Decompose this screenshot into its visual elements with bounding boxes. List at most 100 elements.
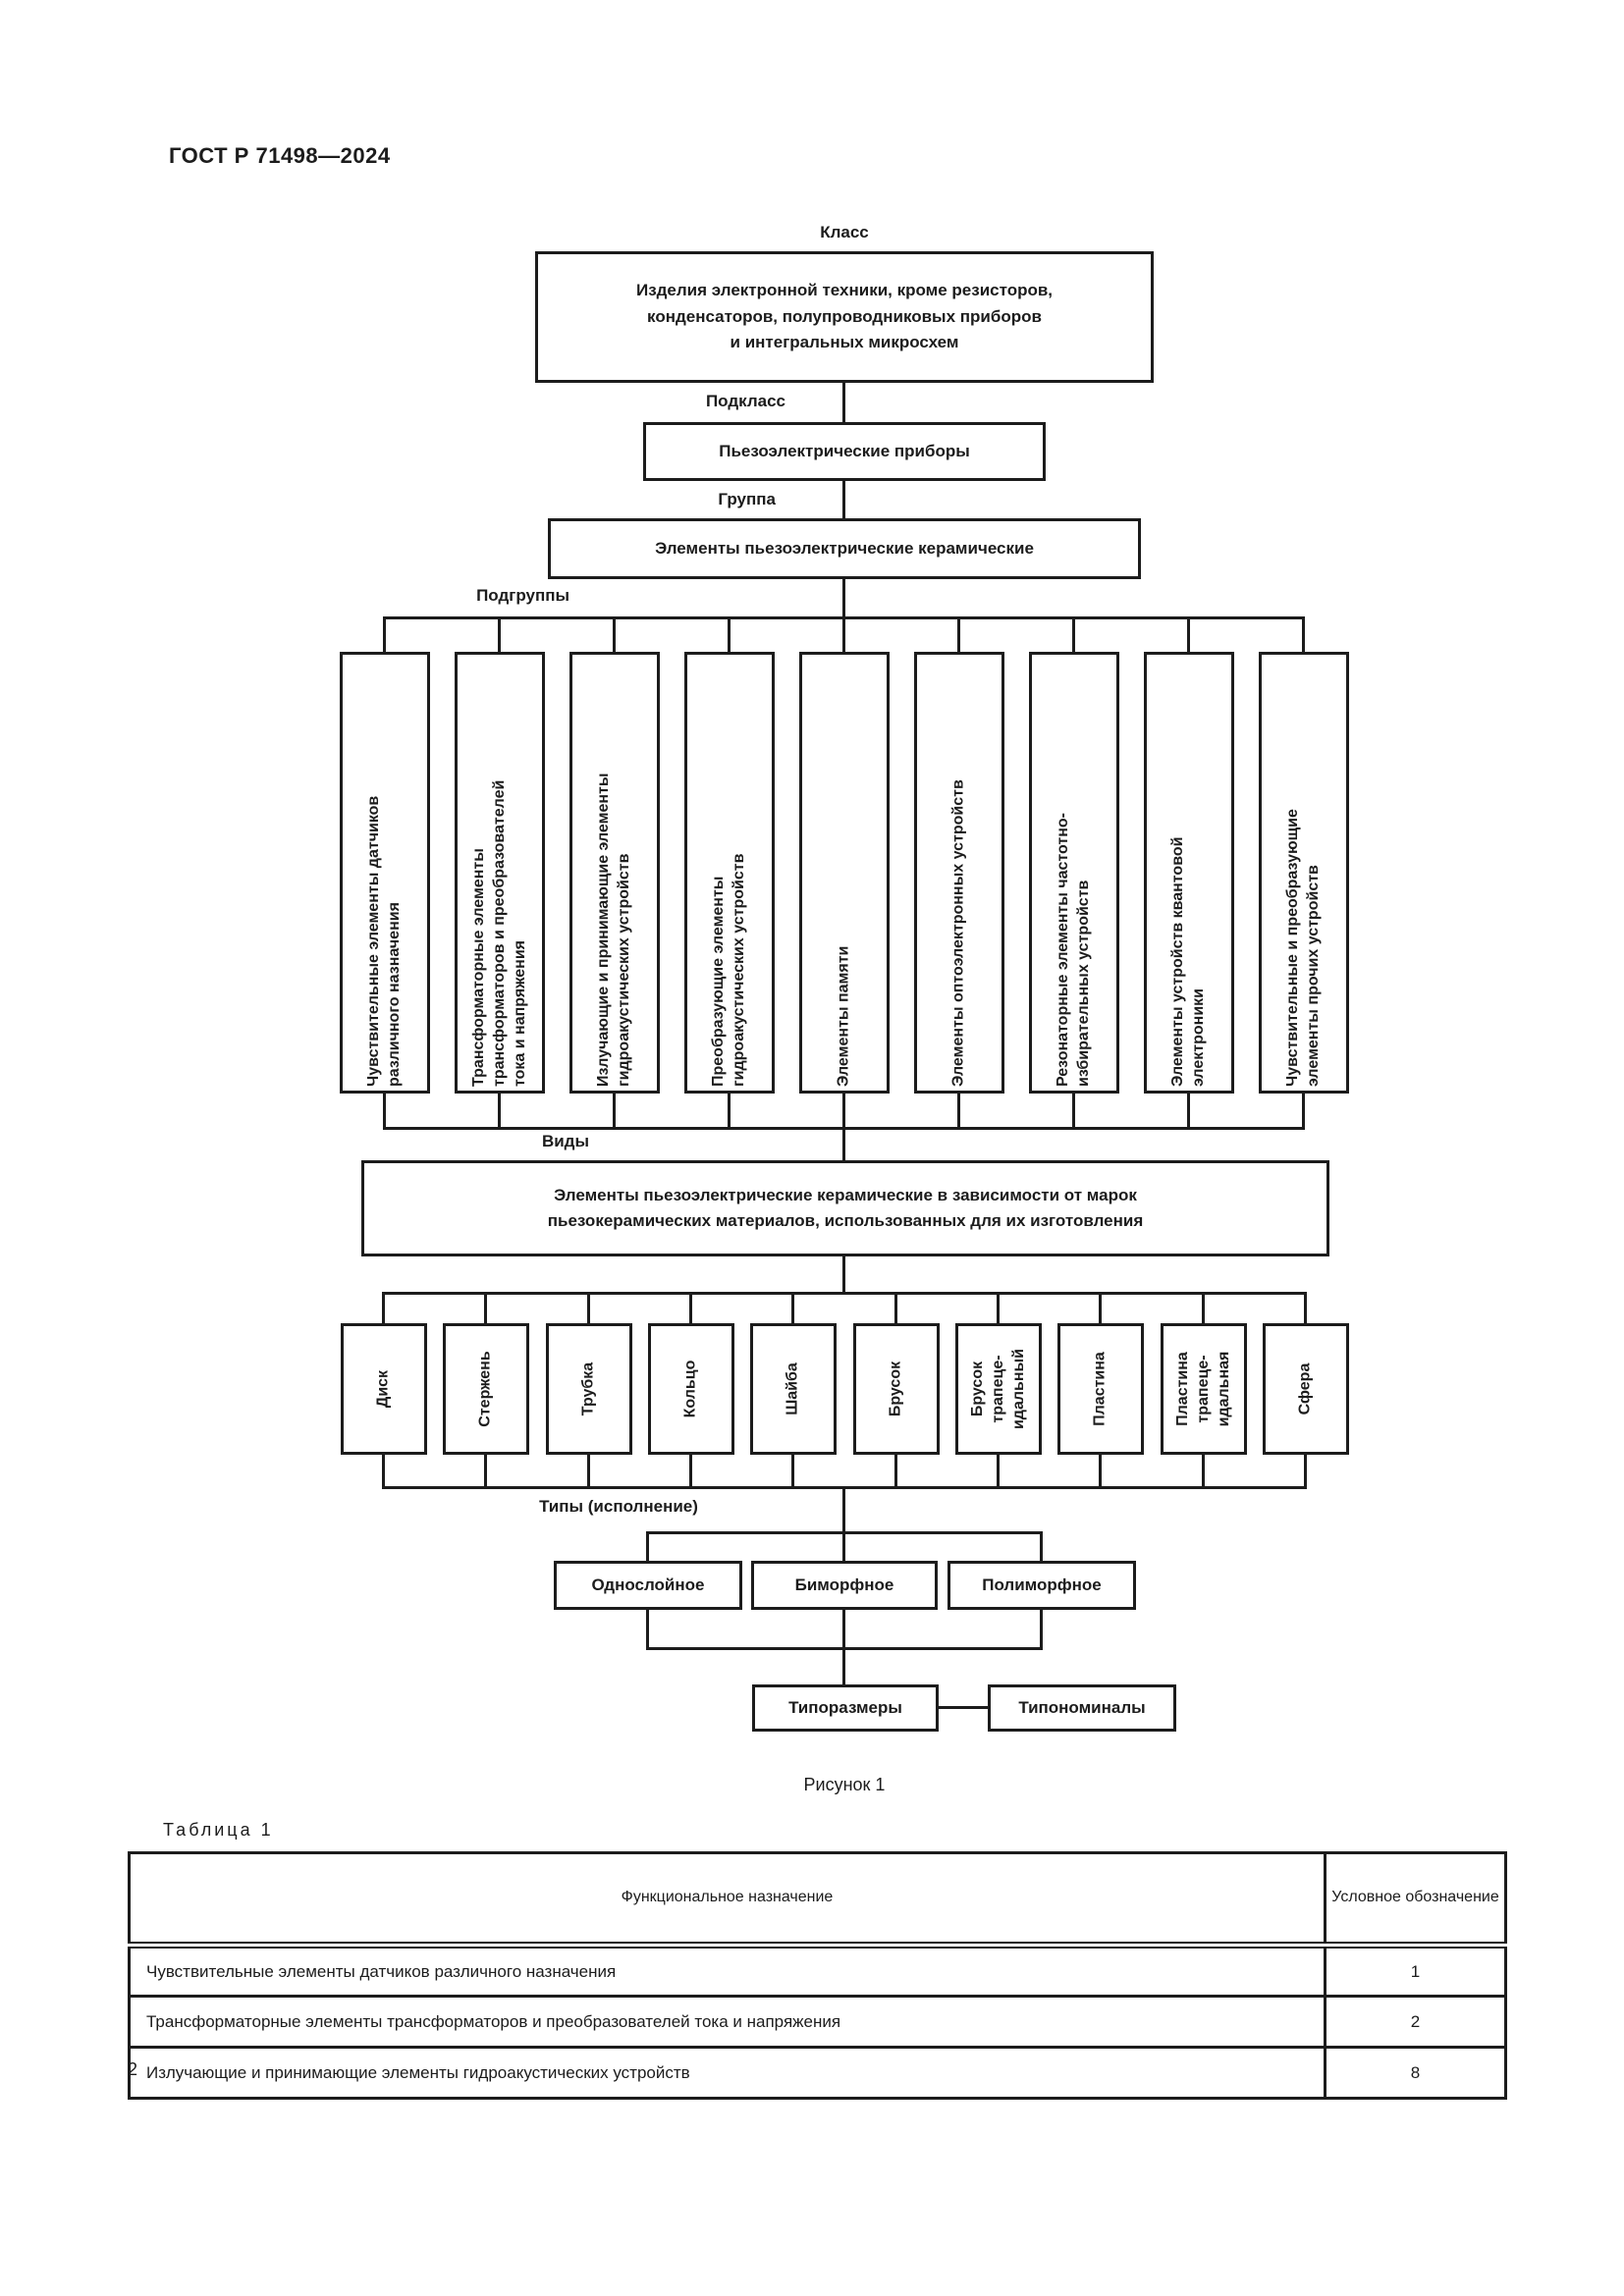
connector xyxy=(842,616,845,652)
table-cell-code: 8 xyxy=(1324,2046,1507,2100)
tiponominaly-box: Типономиналы xyxy=(988,1684,1176,1732)
table-cell-code: 1 xyxy=(1324,1944,1507,1998)
connector xyxy=(842,481,845,518)
connector xyxy=(1040,1531,1043,1561)
type-box: Брусок трапеце- идальный xyxy=(955,1323,1042,1455)
connector xyxy=(728,616,731,652)
type-box: Брусок xyxy=(853,1323,940,1455)
subgroup-box: Резонаторные элементы частотно- избирате… xyxy=(1029,652,1119,1094)
table-cell-function: Излучающие и принимающие элементы гидроа… xyxy=(128,2046,1326,2100)
executions-top-bus xyxy=(646,1531,1043,1534)
connector xyxy=(791,1292,794,1323)
connector xyxy=(957,1094,960,1127)
connector xyxy=(1304,1292,1307,1323)
connector xyxy=(646,1531,649,1561)
connector xyxy=(997,1455,1000,1486)
table-1: Функциональное назначение Условное обозн… xyxy=(128,1851,1507,2100)
tiporazmery-box: Типоразмеры xyxy=(752,1684,939,1732)
connector xyxy=(1072,1094,1075,1127)
page-number: 2 xyxy=(128,2059,138,2079)
connector xyxy=(689,1292,692,1323)
subclass-label: Подкласс xyxy=(705,392,785,410)
subgroup-box: Элементы устройств квантовой электроники xyxy=(1144,652,1234,1094)
type-box: Трубка xyxy=(546,1323,632,1455)
connector xyxy=(791,1455,794,1486)
class-label: Класс xyxy=(820,223,869,241)
group-label: Группа xyxy=(718,490,776,508)
table-row: Чувствительные элементы датчиков различн… xyxy=(128,1944,1507,1998)
connector xyxy=(1202,1292,1205,1323)
connector xyxy=(498,1094,501,1127)
connector xyxy=(1187,1094,1190,1127)
connector xyxy=(842,1486,845,1561)
subclass-box: Пьезоэлектрические приборы xyxy=(643,422,1046,481)
connector xyxy=(842,1127,845,1160)
type-box: Пластина трапеце- идальная xyxy=(1161,1323,1247,1455)
type-box: Пластина xyxy=(1057,1323,1144,1455)
connector xyxy=(383,1094,386,1127)
subgroup-box: Элементы памяти xyxy=(799,652,890,1094)
table-row: Трансформаторные элементы трансформаторо… xyxy=(128,1995,1507,2049)
execution-box: Биморфное xyxy=(751,1561,938,1610)
connector xyxy=(1302,616,1305,652)
connector xyxy=(646,1610,649,1647)
subgroup-box: Чувствительные элементы датчиков различн… xyxy=(340,652,430,1094)
connector xyxy=(587,1292,590,1323)
class-box: Изделия электронной техники, кроме резис… xyxy=(535,251,1154,383)
connector xyxy=(382,1455,385,1486)
connector xyxy=(1099,1455,1102,1486)
connector xyxy=(842,1610,845,1647)
connector xyxy=(484,1292,487,1323)
type-box: Сфера xyxy=(1263,1323,1349,1455)
connector xyxy=(894,1455,897,1486)
table-caption: Таблица 1 xyxy=(163,1820,274,1840)
table-header-function: Функциональное назначение xyxy=(128,1851,1326,1949)
connector xyxy=(613,616,616,652)
connector xyxy=(842,383,845,422)
figure-caption: Рисунок 1 xyxy=(803,1775,886,1794)
execution-box: Полиморфное xyxy=(947,1561,1136,1610)
connector xyxy=(1302,1094,1305,1127)
connector xyxy=(484,1455,487,1486)
vidy-label: Виды xyxy=(541,1132,589,1150)
connector xyxy=(1202,1455,1205,1486)
connector xyxy=(939,1706,988,1709)
table-cell-function: Трансформаторные элементы трансформаторо… xyxy=(128,1995,1326,2049)
standard-number: ГОСТ Р 71498—2024 xyxy=(169,143,391,168)
connector xyxy=(728,1094,731,1127)
subgroup-box: Излучающие и принимающие элементы гидроа… xyxy=(569,652,660,1094)
connector xyxy=(957,616,960,652)
types-label: Типы (исполнение) xyxy=(539,1497,698,1516)
execution-box: Однослойное xyxy=(554,1561,742,1610)
connector xyxy=(498,616,501,652)
type-box: Шайба xyxy=(750,1323,837,1455)
connector xyxy=(689,1455,692,1486)
connector xyxy=(1187,616,1190,652)
subgroup-box: Трансформаторные элементы трансформаторо… xyxy=(455,652,545,1094)
table-cell-function: Чувствительные элементы датчиков различн… xyxy=(128,1944,1326,1998)
connector xyxy=(842,1647,845,1684)
types-top-bus xyxy=(382,1292,1307,1295)
connector xyxy=(1304,1455,1307,1486)
connector xyxy=(842,1256,845,1292)
connector xyxy=(1099,1292,1102,1323)
subgroups-label: Подгруппы xyxy=(476,586,569,605)
type-box: Диск xyxy=(341,1323,427,1455)
table-cell-code: 2 xyxy=(1324,1995,1507,2049)
connector xyxy=(997,1292,1000,1323)
connector xyxy=(1040,1610,1043,1647)
connector xyxy=(842,1094,845,1127)
connector xyxy=(613,1094,616,1127)
subgroup-box: Чувствительные и преобразующие элементы … xyxy=(1259,652,1349,1094)
connector xyxy=(894,1292,897,1323)
table-header-code: Условное обозначение xyxy=(1324,1851,1507,1949)
connector xyxy=(383,616,386,652)
table-row: Излучающие и принимающие элементы гидроа… xyxy=(128,2046,1507,2100)
connector xyxy=(842,579,845,616)
type-box: Кольцо xyxy=(648,1323,734,1455)
subgroup-box: Элементы оптоэлектронных устройств xyxy=(914,652,1004,1094)
connector xyxy=(587,1455,590,1486)
connector xyxy=(382,1292,385,1323)
connector xyxy=(1072,616,1075,652)
